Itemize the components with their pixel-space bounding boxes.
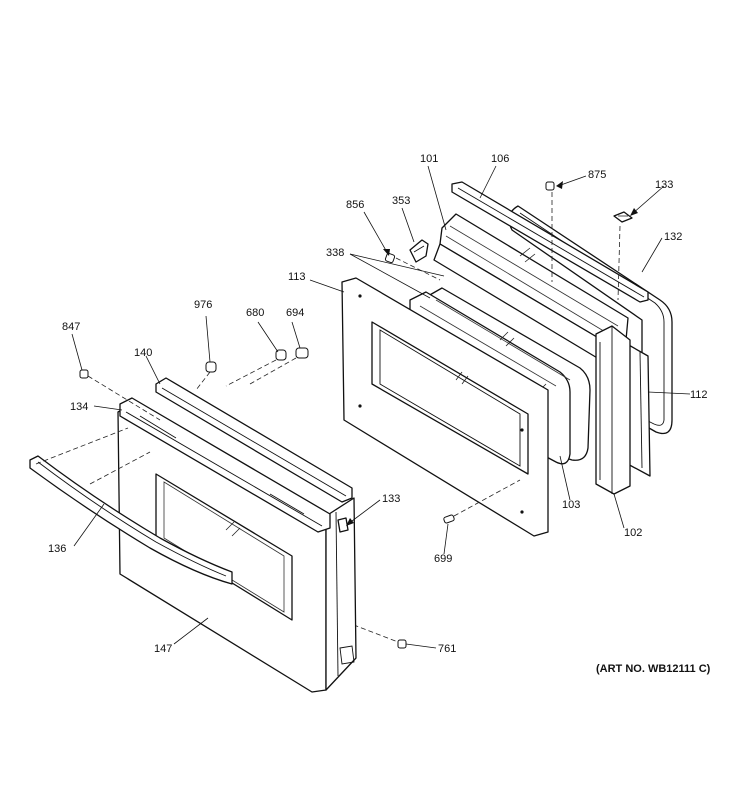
screw-694 [295,347,309,359]
screw-699 [443,514,455,524]
art-number: (ART NO. WB12111 C) [596,663,711,675]
callout-132: 132 [664,231,682,243]
part-147-door-front [117,403,357,693]
callout-101: 101 [420,153,438,165]
callout-134: 134 [70,401,88,413]
callout-856: 856 [346,199,364,211]
screw-976 [205,361,217,373]
screw-847 [79,369,89,379]
callout-106: 106 [491,153,509,165]
callout-699: 699 [434,553,452,565]
callout-113: 113 [288,271,306,283]
part-136-handle [29,455,233,585]
callout-680: 680 [246,307,264,319]
callout-338: 338 [326,247,344,259]
leader-lines [71,165,691,649]
callout-147: 147 [154,643,172,655]
part-101-inner-glass-pack [433,213,629,363]
screw-856 [384,252,396,264]
part-106-top-channel [451,181,649,303]
callout-103: 103 [562,499,580,511]
part-113-door-liner [341,277,549,537]
callout-136: 136 [48,543,66,555]
screw-761 [397,639,407,649]
callout-133-mid: 133 [382,493,400,505]
callout-694: 694 [286,307,304,319]
part-102-outer-rail [595,325,631,495]
screw-680 [275,349,287,361]
callout-353: 353 [392,195,410,207]
callout-102: 102 [624,527,642,539]
screw-875 [545,181,555,191]
callout-133-top: 133 [655,179,673,191]
part-140-top-trim [155,377,353,503]
callout-976: 976 [194,299,212,311]
callout-761: 761 [438,643,456,655]
callout-875: 875 [588,169,606,181]
part-133-pad-top [613,211,633,223]
part-134-vent-strip [119,397,331,533]
part-133-pad-mid [337,517,349,533]
callout-112: 112 [690,389,708,401]
callout-847: 847 [62,321,80,333]
part-353-bracket [409,239,429,263]
callout-140: 140 [134,347,152,359]
alignment-lines-left [35,357,297,485]
